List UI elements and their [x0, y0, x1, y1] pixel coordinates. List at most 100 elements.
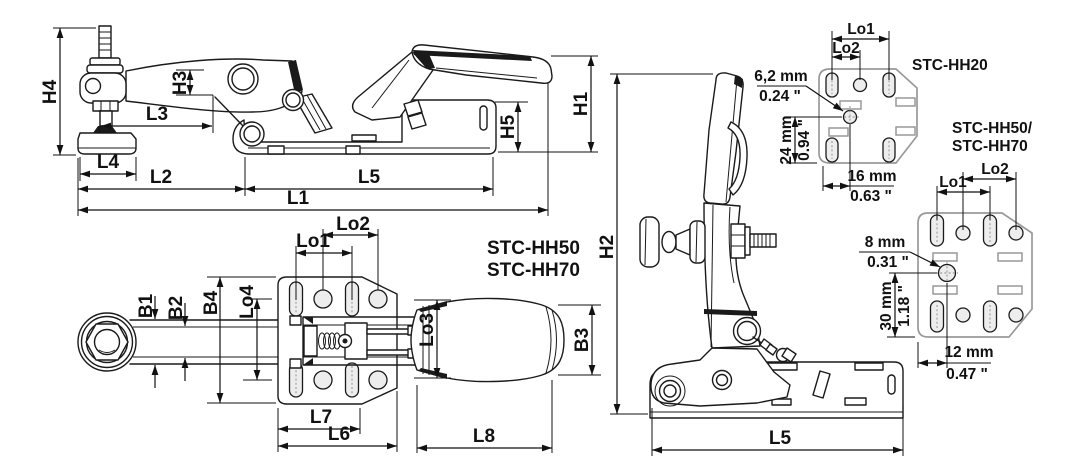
- clevis-hole: [84, 77, 102, 95]
- dim-label-b1: B1: [136, 293, 157, 318]
- v-knob: [639, 216, 660, 268]
- hh50-hole-leader: [909, 251, 941, 268]
- dim-label-l6: L6: [328, 424, 350, 445]
- v-handle-shade: [734, 75, 743, 88]
- pivot-2-inner: [285, 92, 301, 108]
- hh50-center-hole-axes: [936, 262, 958, 284]
- hh50-slot-3: [997, 252, 1023, 262]
- v-body-lines: [710, 204, 735, 348]
- spindle-rod: [98, 25, 112, 59]
- hh20-vert-in: 0.94 ": [796, 119, 813, 161]
- foot-pad: [77, 132, 137, 155]
- v-handle: [703, 72, 744, 205]
- v-spindle-cone: [675, 228, 691, 256]
- arm-bar-outer: [129, 319, 304, 365]
- plate-tab-bottom: [289, 358, 302, 369]
- dim-label-l5: L5: [358, 167, 381, 188]
- pattern-hh20: Lo1 Lo2 6,2 mm 0.24 " 24 mm 0.94 " 16 mm…: [754, 21, 988, 205]
- pad-center: [93, 328, 121, 356]
- v-spindle-washer: [689, 220, 706, 264]
- v-handle-hook: [727, 121, 748, 196]
- dim-label-l1: L1: [287, 188, 310, 209]
- mech-rod-bottom: [366, 349, 412, 356]
- pattern-hh50-title-line1: STC-HH50/: [952, 120, 1033, 137]
- hh20-oval-centerlines: [831, 76, 890, 159]
- hh50-hole-bottom-1: [955, 307, 971, 323]
- pattern-hh50-hh70: STC-HH50/ STC-HH70 Lo1 Lo2 8 mm 0.31 ": [859, 120, 1033, 383]
- pattern-hh50-dimensions: Lo1 Lo2 8 mm 0.31 " 30 mm 1.18 " 12 mm 0…: [859, 161, 1017, 383]
- dim-label-h1: H1: [571, 91, 592, 116]
- base-lug-edge: [214, 96, 246, 129]
- pattern-hh20-dimensions: Lo1 Lo2 6,2 mm 0.24 " 24 mm 0.94 " 16 mm…: [754, 21, 896, 205]
- dim-h2-ext: [610, 73, 713, 415]
- hh20-hole-top: [852, 77, 868, 93]
- dim-label-h2: H2: [597, 235, 618, 259]
- mech-wedge-top: [303, 317, 313, 324]
- dim-label-lo4: Lo4: [237, 285, 258, 319]
- base-vslot: [479, 105, 488, 131]
- side-view-dimensions: H4 H3 L3 L4 L2 L5 L1 H5 H1: [40, 27, 598, 216]
- handle-lever-line: [371, 59, 410, 109]
- hh20-hole-mm: 6,2 mm: [754, 68, 807, 85]
- vertical-view-clamp-art: [639, 72, 904, 419]
- spindle-cone: [93, 126, 117, 133]
- dim-label-b2: B2: [166, 296, 187, 320]
- dim-label-b4: B4: [201, 290, 222, 315]
- hh20-slot-center: [839, 100, 862, 110]
- dim-label-l3: L3: [146, 104, 168, 125]
- spindle-threads: [99, 31, 111, 51]
- pad-slot: [98, 349, 116, 353]
- mech-rod-top: [366, 328, 412, 335]
- pattern-hh20-title: STC-HH20: [912, 57, 988, 74]
- dim-label-h5: H5: [498, 114, 519, 139]
- hh20-label-lo1: Lo1: [847, 21, 875, 38]
- v-rod-threads: [753, 234, 771, 247]
- hh20-slot-left: [828, 127, 849, 137]
- top-view: Lo1 Lo2 B1 B2 B4 Lo4 Lo3 B3 L7: [77, 214, 601, 453]
- mech-clevis: [303, 325, 318, 357]
- v-base-slot-4: [844, 397, 867, 406]
- dim-l2-l5-ext: [77, 157, 494, 216]
- spring-coil-3: [328, 332, 336, 350]
- v-base-slot-3: [771, 398, 792, 406]
- v-spindle-washer-2: [744, 226, 751, 256]
- dim-h5-ext: [495, 101, 598, 153]
- dim-l8-ext: [416, 380, 553, 453]
- plate-hole-bottom-2: [368, 370, 388, 390]
- hh50-slot-2: [932, 285, 958, 295]
- dim-label-l4: L4: [97, 152, 120, 173]
- v-knob-line: [644, 218, 647, 266]
- dim-label-lo3: Lo3: [417, 313, 438, 347]
- dim-label-l8: L8: [473, 426, 495, 447]
- v-main-pivot-inner: [736, 320, 758, 342]
- v-handle-line: [725, 78, 738, 203]
- top-view-title-line1: STC-HH50: [487, 238, 580, 259]
- clamp-arm: [125, 58, 303, 113]
- dim-label-lo2: Lo2: [336, 214, 370, 235]
- base-slot: [351, 134, 377, 142]
- arm-shade: [288, 60, 303, 94]
- hh50-hole-bottom-2: [1008, 307, 1024, 323]
- toggle-link-hatch: [300, 94, 327, 131]
- dim-label-b3: B3: [572, 328, 593, 352]
- base-notch-2: [345, 145, 361, 155]
- spring-coil-1: [318, 332, 326, 350]
- v-spindle-ball: [661, 230, 677, 254]
- top-view-title-line2: STC-HH70: [487, 260, 580, 281]
- v-base-vslot: [887, 374, 896, 395]
- base-tab-2: [407, 112, 427, 130]
- base-plate: [232, 99, 497, 155]
- vertical-view-dimensions: H2 L5: [597, 73, 904, 456]
- hh20-vert-mm: 24 mm: [778, 115, 795, 164]
- mech-wedge-bottom: [303, 358, 313, 365]
- nut-facets: [100, 101, 111, 111]
- pivot-1-inner: [231, 67, 255, 91]
- hh50-center-hole: [937, 263, 957, 283]
- spring-coil-2: [323, 332, 331, 350]
- hh20-horiz-in: 0.63 ": [850, 188, 892, 205]
- dim-label-l7: L7: [310, 407, 332, 428]
- hh20-hole-in: 0.24 ": [759, 88, 801, 105]
- hh50-horiz-in: 0.47 ": [946, 366, 988, 383]
